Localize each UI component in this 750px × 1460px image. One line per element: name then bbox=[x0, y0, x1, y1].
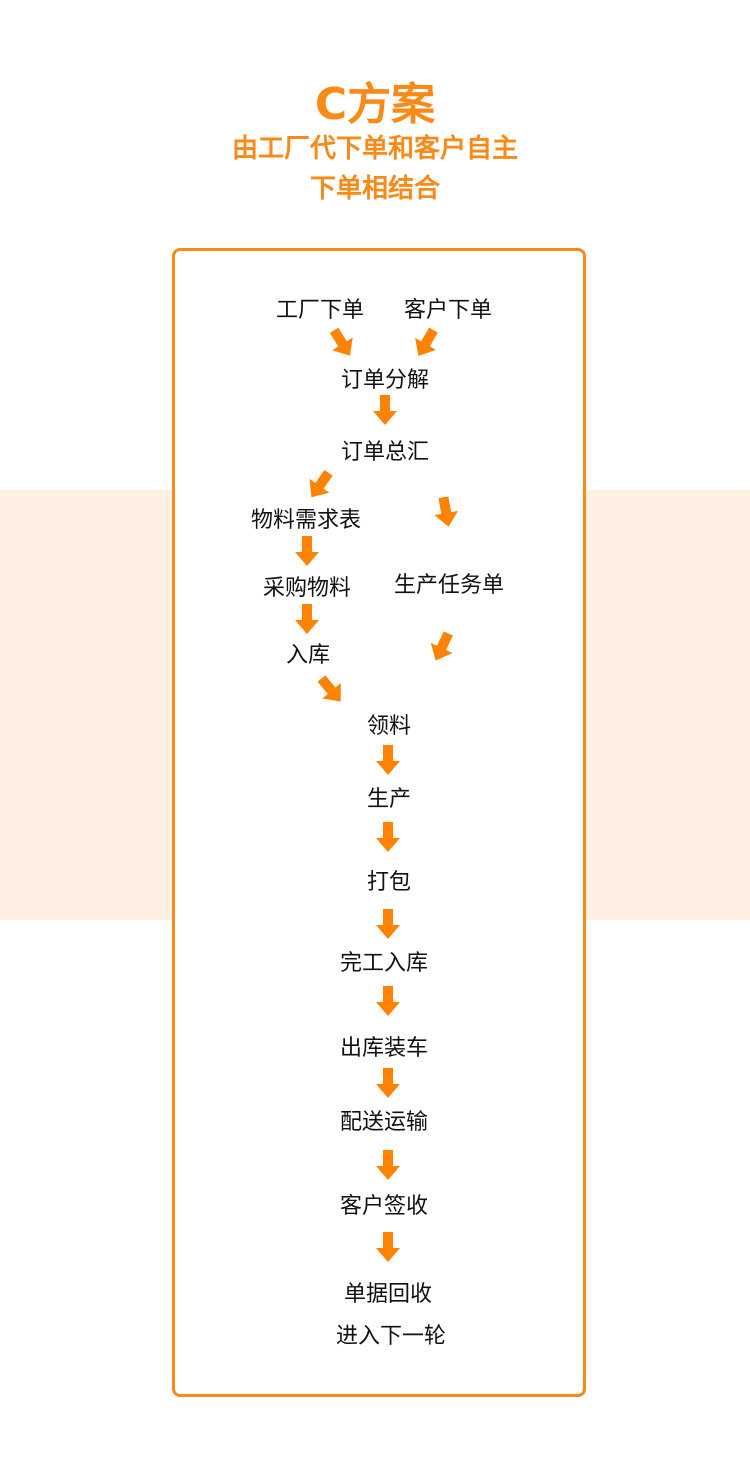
arrow-down-icon bbox=[324, 324, 360, 362]
page-title: C方案 bbox=[314, 79, 436, 130]
arrow-down-icon bbox=[376, 745, 400, 775]
arrow-down-icon bbox=[425, 628, 459, 665]
node-material-requirements: 物料需求表 bbox=[250, 508, 362, 533]
node-order-split: 订单分解 bbox=[340, 368, 430, 393]
node-receipt-return: 单据回收 bbox=[343, 1282, 433, 1307]
arrow-down-icon bbox=[295, 536, 319, 566]
node-warehousing: 入库 bbox=[285, 643, 331, 668]
node-material-pick: 领料 bbox=[366, 714, 412, 739]
node-next-round: 进入下一轮 bbox=[335, 1324, 447, 1349]
node-customer-receipt: 客户签收 bbox=[339, 1194, 429, 1219]
node-purchase-materials: 采购物料 bbox=[262, 576, 352, 601]
node-order-summary: 订单总汇 bbox=[340, 440, 430, 465]
node-packing: 打包 bbox=[366, 870, 412, 895]
arrow-down-icon bbox=[373, 395, 397, 425]
node-finished-storage: 完工入库 bbox=[339, 951, 429, 976]
arrow-down-icon bbox=[376, 986, 400, 1016]
node-production-task: 生产任务单 bbox=[393, 573, 505, 598]
arrow-down-icon bbox=[408, 324, 444, 362]
arrow-down-icon bbox=[295, 604, 319, 634]
node-production: 生产 bbox=[366, 787, 412, 812]
subtitle-line-1: 由工厂代下单和客户自主 bbox=[231, 134, 518, 164]
arrow-down-icon bbox=[376, 822, 400, 852]
flowchart-frame bbox=[172, 248, 586, 1397]
arrow-down-icon bbox=[376, 1232, 400, 1262]
arrow-down-icon bbox=[376, 909, 400, 939]
arrow-down-icon bbox=[302, 466, 339, 504]
node-delivery: 配送运输 bbox=[339, 1110, 429, 1135]
arrow-down-icon bbox=[432, 495, 461, 529]
subtitle-line-2: 下单相结合 bbox=[309, 174, 440, 204]
arrow-down-icon bbox=[376, 1150, 400, 1180]
node-factory-order: 工厂下单 bbox=[275, 298, 365, 323]
node-customer-order: 客户下单 bbox=[403, 298, 493, 323]
arrow-down-icon bbox=[376, 1068, 400, 1098]
arrow-down-icon bbox=[312, 671, 350, 709]
node-outbound-loading: 出库装车 bbox=[339, 1036, 429, 1061]
